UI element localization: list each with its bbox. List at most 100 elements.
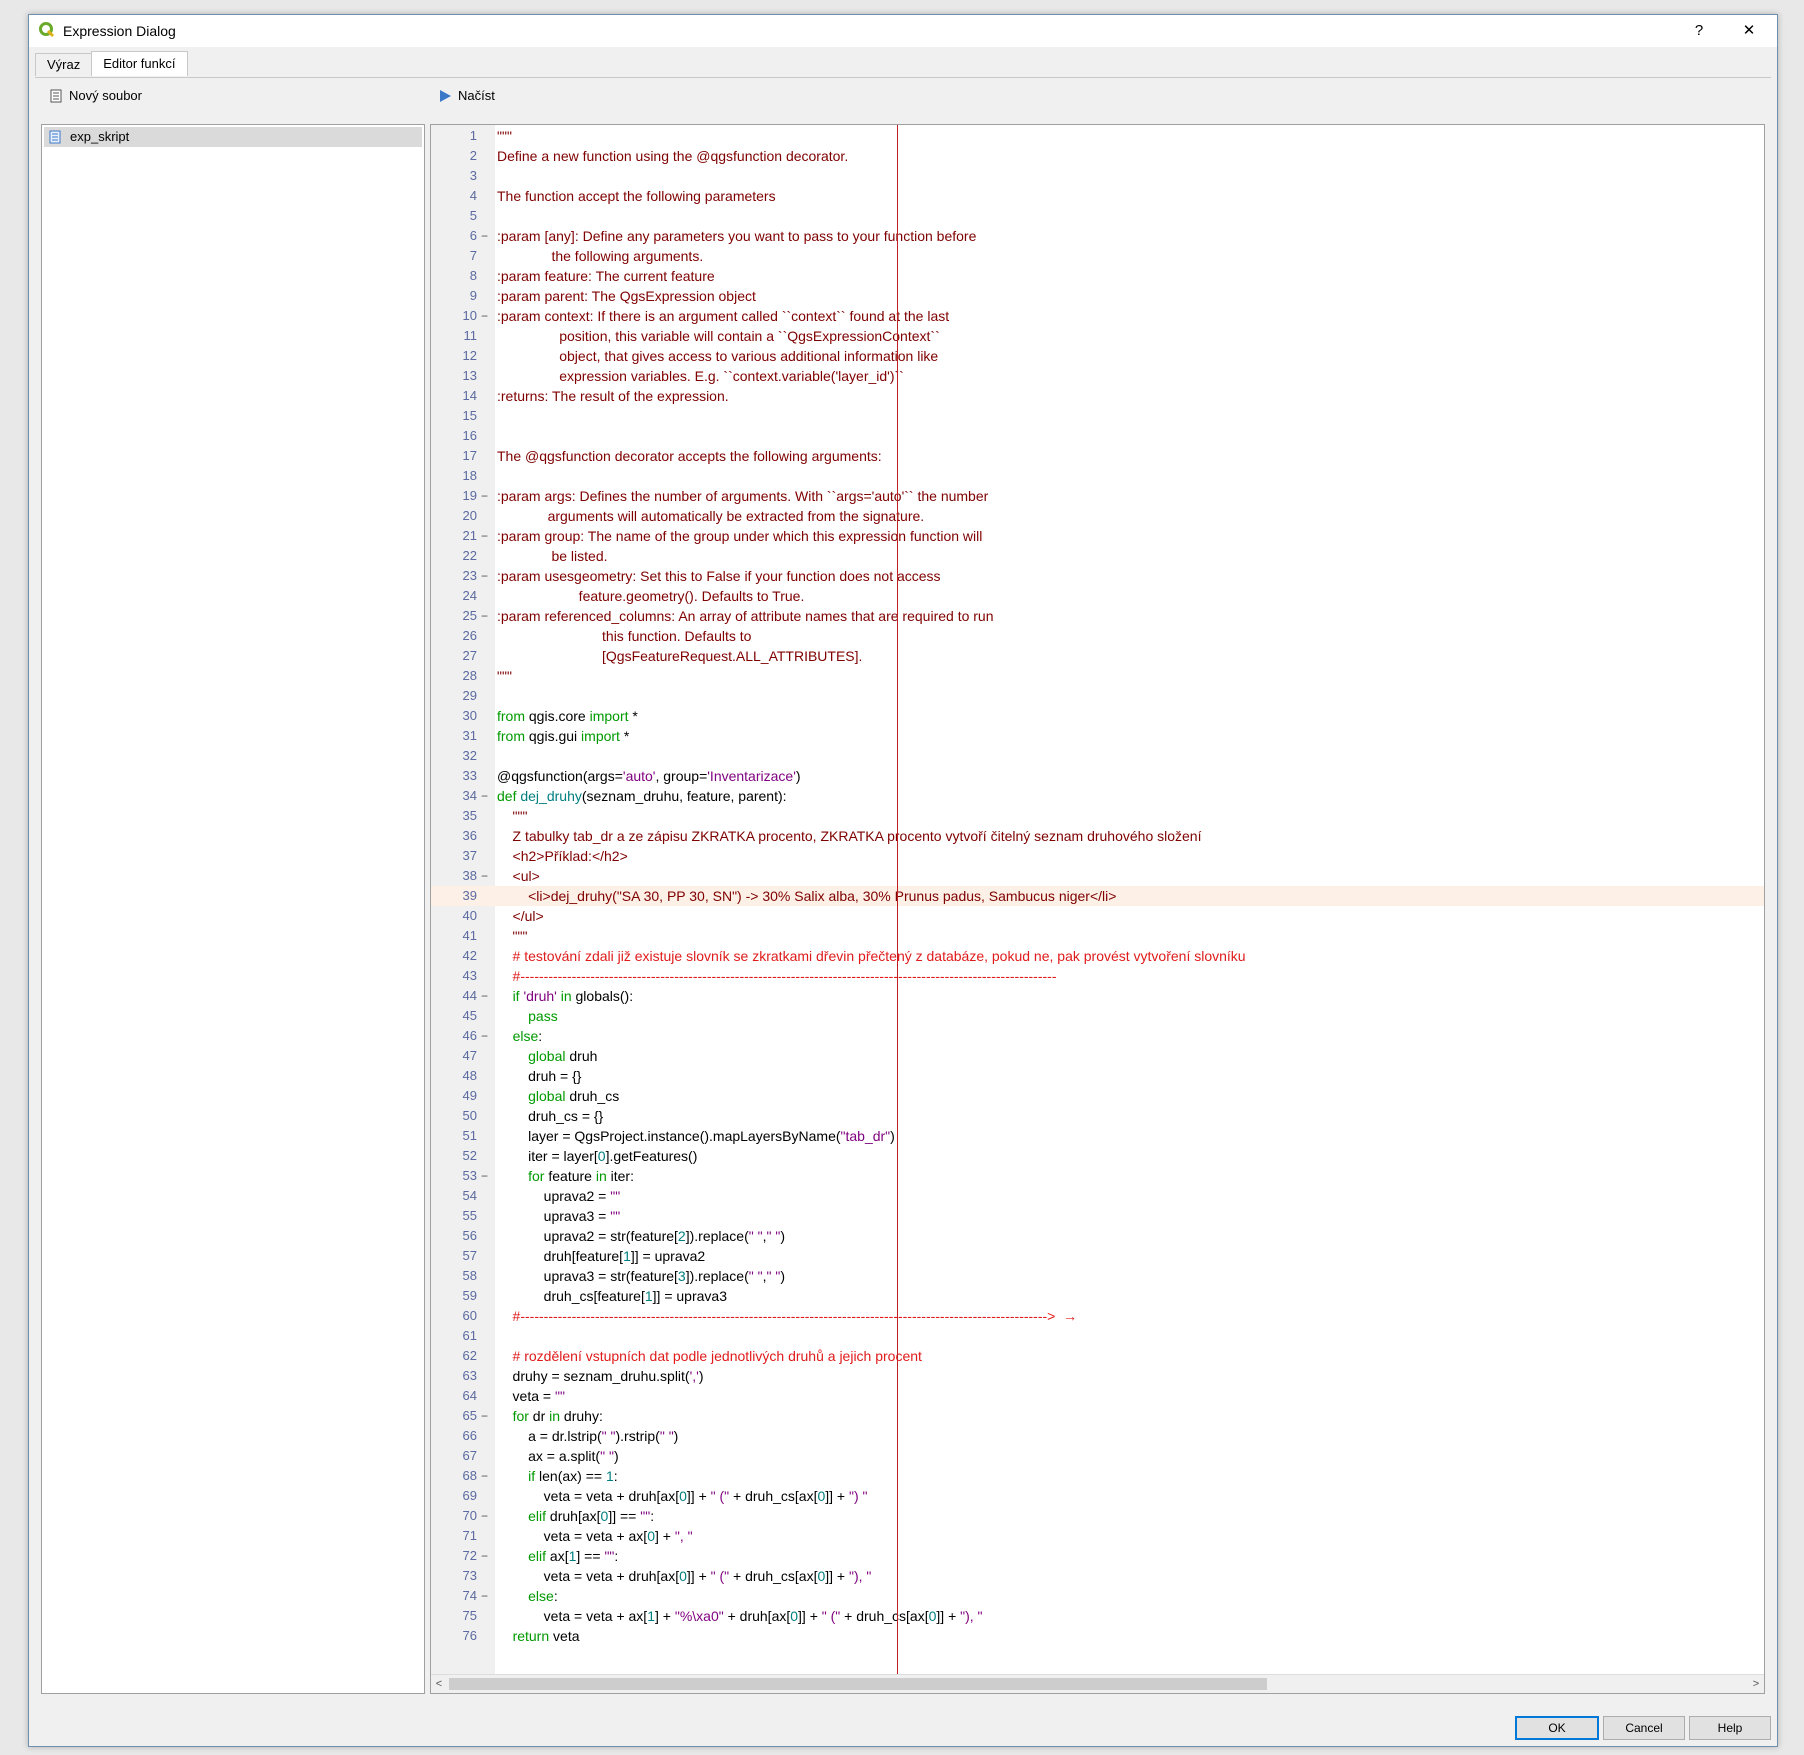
code-line[interactable]: 53− for feature in iter: xyxy=(431,1166,1764,1186)
code-line[interactable]: 54 uprava2 = "" xyxy=(431,1186,1764,1206)
code-line[interactable]: 73 veta = veta + druh[ax[0]] + " (" + dr… xyxy=(431,1566,1764,1586)
code-line[interactable]: 13 expression variables. E.g. ``context.… xyxy=(431,366,1764,386)
horizontal-scrollbar[interactable]: < > xyxy=(431,1674,1764,1693)
close-icon[interactable]: ✕ xyxy=(1742,22,1756,39)
code-line[interactable]: 49 global druh_cs xyxy=(431,1086,1764,1106)
load-button[interactable]: Načíst xyxy=(438,88,495,103)
code-line[interactable]: 62 # rozdělení vstupních dat podle jedno… xyxy=(431,1346,1764,1366)
code-line[interactable]: 47 global druh xyxy=(431,1046,1764,1066)
fold-marker-icon[interactable]: − xyxy=(481,1029,489,1043)
code-line[interactable]: 27 [QgsFeatureRequest.ALL_ATTRIBUTES]. xyxy=(431,646,1764,666)
fold-marker-icon[interactable]: − xyxy=(481,1169,489,1183)
fold-marker-icon[interactable]: − xyxy=(481,789,489,803)
code-line[interactable]: 28""" xyxy=(431,666,1764,686)
code-line[interactable]: 44− if 'druh' in globals(): xyxy=(431,986,1764,1006)
fold-marker-icon[interactable]: − xyxy=(481,309,489,323)
code-line[interactable]: 45 pass xyxy=(431,1006,1764,1026)
code-line[interactable]: 8:param feature: The current feature xyxy=(431,266,1764,286)
scroll-left-icon[interactable]: < xyxy=(435,1678,443,1690)
code-line[interactable]: 35 """ xyxy=(431,806,1764,826)
code-line[interactable]: 23−:param usesgeometry: Set this to Fals… xyxy=(431,566,1764,586)
fold-marker-icon[interactable]: − xyxy=(481,569,489,583)
code-line[interactable]: 6−:param [any]: Define any parameters yo… xyxy=(431,226,1764,246)
fold-marker-icon[interactable]: − xyxy=(481,989,489,1003)
code-line[interactable]: 58 uprava3 = str(feature[3]).replace(" "… xyxy=(431,1266,1764,1286)
code-line[interactable]: 22 be listed. xyxy=(431,546,1764,566)
code-line[interactable]: 69 veta = veta + druh[ax[0]] + " (" + dr… xyxy=(431,1486,1764,1506)
code-line[interactable]: 39 <li>dej_druhy("SA 30, PP 30, SN") -> … xyxy=(431,886,1764,906)
code-line[interactable]: 67 ax = a.split(" ") xyxy=(431,1446,1764,1466)
code-line[interactable]: 41 """ xyxy=(431,926,1764,946)
code-line[interactable]: 5 xyxy=(431,206,1764,226)
fold-marker-icon[interactable]: − xyxy=(481,1589,489,1603)
file-item[interactable]: exp_skript xyxy=(44,127,422,147)
code-line[interactable]: 16 xyxy=(431,426,1764,446)
code-line[interactable]: 7 the following arguments. xyxy=(431,246,1764,266)
code-line[interactable]: 37 <h2>Příklad:</h2> xyxy=(431,846,1764,866)
ok-button[interactable]: OK xyxy=(1515,1716,1599,1740)
code-line[interactable]: 68− if len(ax) == 1: xyxy=(431,1466,1764,1486)
code-line[interactable]: 66 a = dr.lstrip(" ").rstrip(" ") xyxy=(431,1426,1764,1446)
code-line[interactable]: 12 object, that gives access to various … xyxy=(431,346,1764,366)
fold-marker-icon[interactable]: − xyxy=(481,229,489,243)
code-line[interactable]: 20 arguments will automatically be extra… xyxy=(431,506,1764,526)
code-line[interactable]: 71 veta = veta + ax[0] + ", " xyxy=(431,1526,1764,1546)
code-line[interactable]: 33@qgsfunction(args='auto', group='Inven… xyxy=(431,766,1764,786)
code-line[interactable]: 34−def dej_druhy(seznam_druhu, feature, … xyxy=(431,786,1764,806)
code-line[interactable]: 52 iter = layer[0].getFeatures() xyxy=(431,1146,1764,1166)
fold-marker-icon[interactable]: − xyxy=(481,869,489,883)
fold-marker-icon[interactable]: − xyxy=(481,489,489,503)
fold-marker-icon[interactable]: − xyxy=(481,1409,489,1423)
code-line[interactable]: 46− else: xyxy=(431,1026,1764,1046)
fold-marker-icon[interactable]: − xyxy=(481,1469,489,1483)
code-line[interactable]: 32 xyxy=(431,746,1764,766)
code-line[interactable]: 25−:param referenced_columns: An array o… xyxy=(431,606,1764,626)
code-line[interactable]: 56 uprava2 = str(feature[2]).replace(" "… xyxy=(431,1226,1764,1246)
code-line[interactable]: 55 uprava3 = "" xyxy=(431,1206,1764,1226)
code-line[interactable]: 61 xyxy=(431,1326,1764,1346)
code-line[interactable]: 11 position, this variable will contain … xyxy=(431,326,1764,346)
scroll-right-icon[interactable]: > xyxy=(1752,1678,1760,1690)
code-line[interactable]: 29 xyxy=(431,686,1764,706)
code-line[interactable]: 65− for dr in druhy: xyxy=(431,1406,1764,1426)
code-line[interactable]: 75 veta = veta + ax[1] + "%\xa0" + druh[… xyxy=(431,1606,1764,1626)
code-line[interactable]: 59 druh_cs[feature[1]] = uprava3 xyxy=(431,1286,1764,1306)
code-line[interactable]: 36 Z tabulky tab_dr a ze zápisu ZKRATKA … xyxy=(431,826,1764,846)
code-line[interactable]: 21−:param group: The name of the group u… xyxy=(431,526,1764,546)
code-line[interactable]: 24 feature.geometry(). Defaults to True. xyxy=(431,586,1764,606)
code-line[interactable]: 1""" xyxy=(431,126,1764,146)
code-line[interactable]: 40 </ul> xyxy=(431,906,1764,926)
code-line[interactable]: 42 # testování zdali již existuje slovní… xyxy=(431,946,1764,966)
code-line[interactable]: 60 #------------------------------------… xyxy=(431,1306,1764,1326)
scrollbar-thumb[interactable] xyxy=(449,1678,1267,1690)
code-line[interactable]: 18 xyxy=(431,466,1764,486)
tab-editor-funkci[interactable]: Editor funkcí xyxy=(91,51,188,76)
fold-marker-icon[interactable]: − xyxy=(481,609,489,623)
fold-marker-icon[interactable]: − xyxy=(481,529,489,543)
help-icon[interactable]: ? xyxy=(1694,22,1704,39)
fold-marker-icon[interactable]: − xyxy=(481,1549,489,1563)
help-button[interactable]: Help xyxy=(1689,1716,1771,1740)
code-line[interactable]: 76 return veta xyxy=(431,1626,1764,1646)
code-line[interactable]: 57 druh[feature[1]] = uprava2 xyxy=(431,1246,1764,1266)
code-line[interactable]: 3 xyxy=(431,166,1764,186)
code-line[interactable]: 19−:param args: Defines the number of ar… xyxy=(431,486,1764,506)
new-file-button[interactable]: Nový soubor xyxy=(49,88,142,103)
code-line[interactable]: 9:param parent: The QgsExpression object xyxy=(431,286,1764,306)
fold-marker-icon[interactable]: − xyxy=(481,1509,489,1523)
code-line[interactable]: 74− else: xyxy=(431,1586,1764,1606)
code-line[interactable]: 72− elif ax[1] == "": xyxy=(431,1546,1764,1566)
code-line[interactable]: 50 druh_cs = {} xyxy=(431,1106,1764,1126)
code-line[interactable]: 15 xyxy=(431,406,1764,426)
code-line[interactable]: 26 this function. Defaults to xyxy=(431,626,1764,646)
code-line[interactable]: 63 druhy = seznam_druhu.split(',') xyxy=(431,1366,1764,1386)
code-line[interactable]: 43 #------------------------------------… xyxy=(431,966,1764,986)
code-line[interactable]: 64 veta = "" xyxy=(431,1386,1764,1406)
code-line[interactable]: 38− <ul> xyxy=(431,866,1764,886)
code-line[interactable]: 70− elif druh[ax[0]] == "": xyxy=(431,1506,1764,1526)
